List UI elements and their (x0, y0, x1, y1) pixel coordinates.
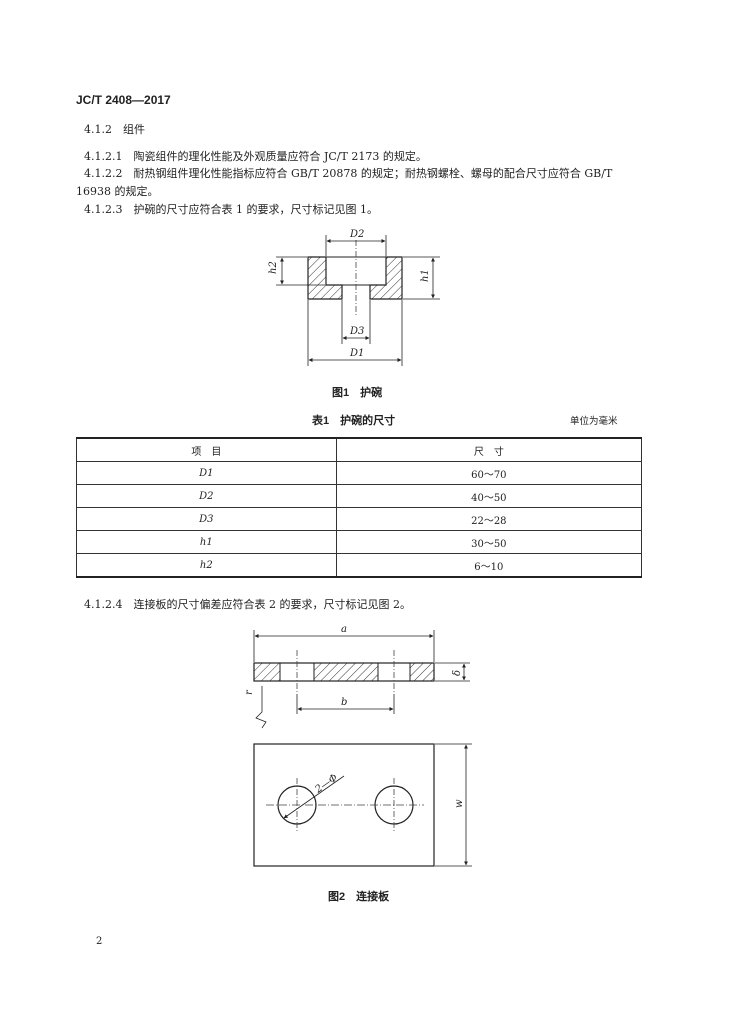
table1-caption: 表1 护碗的尺寸 (312, 415, 396, 427)
table-row: h2 6～10 (76, 553, 643, 578)
label-delta: δ (452, 670, 463, 676)
label-D2: D2 (349, 229, 364, 240)
label-h1: h1 (420, 269, 431, 282)
table-cell-item: h1 (76, 530, 337, 554)
table-cell-item: D2 (76, 484, 337, 508)
table-cell-value: 60～70 (335, 461, 643, 485)
table1: 项 目 尺 寸 D1 60～70 D2 40～50 D3 22～28 h1 30… (76, 437, 643, 578)
section-4-1-2-3: 4.1.2.3 护碗的尺寸应符合表 1 的要求，尺寸标记见图 1。 (84, 203, 378, 216)
table1-unit: 单位为毫米 (570, 416, 618, 427)
label-b: b (341, 697, 347, 708)
label-D3: D3 (349, 326, 364, 337)
section-4-1-2-2-line2: 16938 的规定。 (76, 185, 159, 198)
table-cell-value: 30～50 (335, 530, 643, 554)
table-cell-value: 6～10 (335, 553, 643, 578)
label-hole-diameter: 2—Φ (313, 772, 340, 796)
label-w: w (454, 799, 465, 808)
section-4-1-2-heading: 4.1.2 组件 (84, 123, 145, 136)
table-row: D1 60～70 (76, 461, 643, 485)
page-number: 2 (96, 936, 103, 947)
table-header-size: 尺 寸 (335, 437, 643, 462)
section-4-1-2-4: 4.1.2.4 连接板的尺寸偏差应符合表 2 的要求，尺寸标记见图 2。 (84, 598, 411, 611)
figure1-caption: 图1 护碗 (332, 387, 383, 399)
plate-top-view (253, 743, 435, 867)
table-header-item: 项 目 (76, 437, 337, 462)
table-cell-item: h2 (76, 553, 337, 578)
figure2-caption: 图2 连接板 (328, 891, 390, 903)
standard-number: JC/T 2408—2017 (76, 93, 171, 107)
table-row: D2 40～50 (76, 484, 643, 508)
label-h2: h2 (268, 261, 279, 274)
section-4-1-2-2-line1: 4.1.2.2 耐热钢组件理化性能指标应符合 GB/T 20878 的规定；耐热… (84, 167, 613, 180)
plate-side-view (253, 650, 435, 693)
label-a: a (341, 624, 347, 635)
label-D1: D1 (349, 348, 364, 359)
table-header-row: 项 目 尺 寸 (76, 437, 643, 462)
label-r: r (244, 689, 255, 695)
bowl-cross-section (307, 240, 403, 315)
section-4-1-2-1: 4.1.2.1 陶瓷组件的理化性能及外观质量应符合 JC/T 2173 的规定。 (84, 150, 427, 163)
table-row: h1 30～50 (76, 530, 643, 554)
table-cell-item: D3 (76, 507, 337, 531)
